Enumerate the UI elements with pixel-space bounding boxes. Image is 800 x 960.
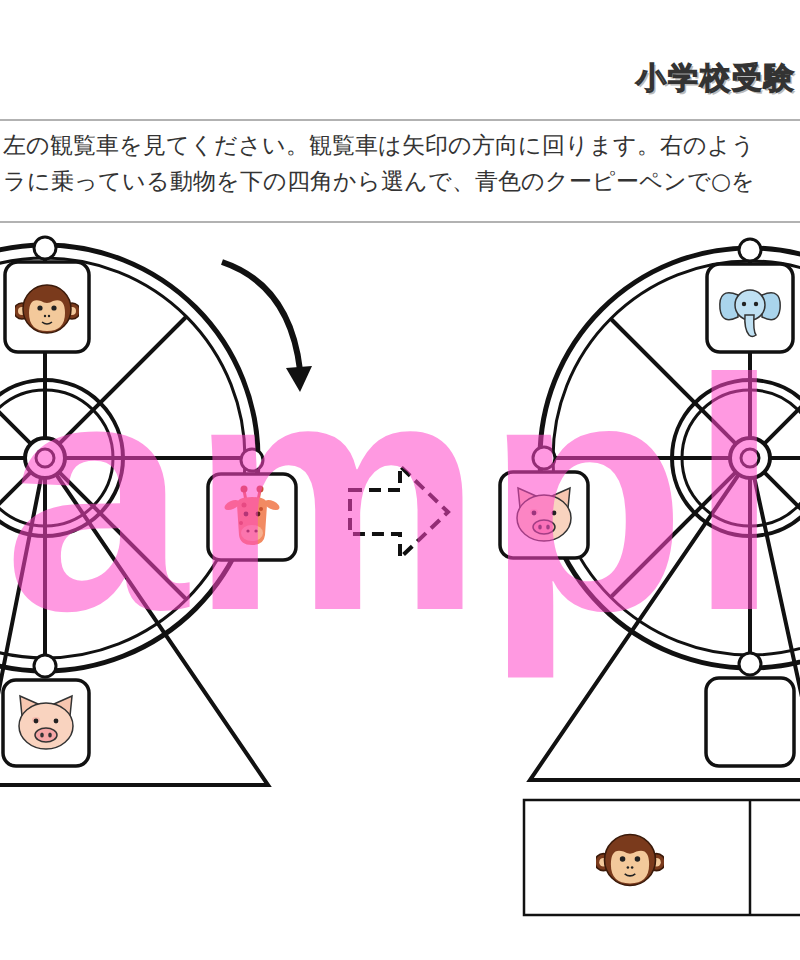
page-title: 小学校受験 <box>636 58 796 99</box>
instruction-line: 左の観覧車を見てください。観覧車は矢印の方向に回ります。右のよう <box>3 134 755 157</box>
watermark: ampl <box>4 330 782 660</box>
instruction-line: ラに乗っている動物を下の四角から選んで、青色のクーピーペンで○を <box>3 170 755 193</box>
answer-boxes <box>524 800 800 915</box>
